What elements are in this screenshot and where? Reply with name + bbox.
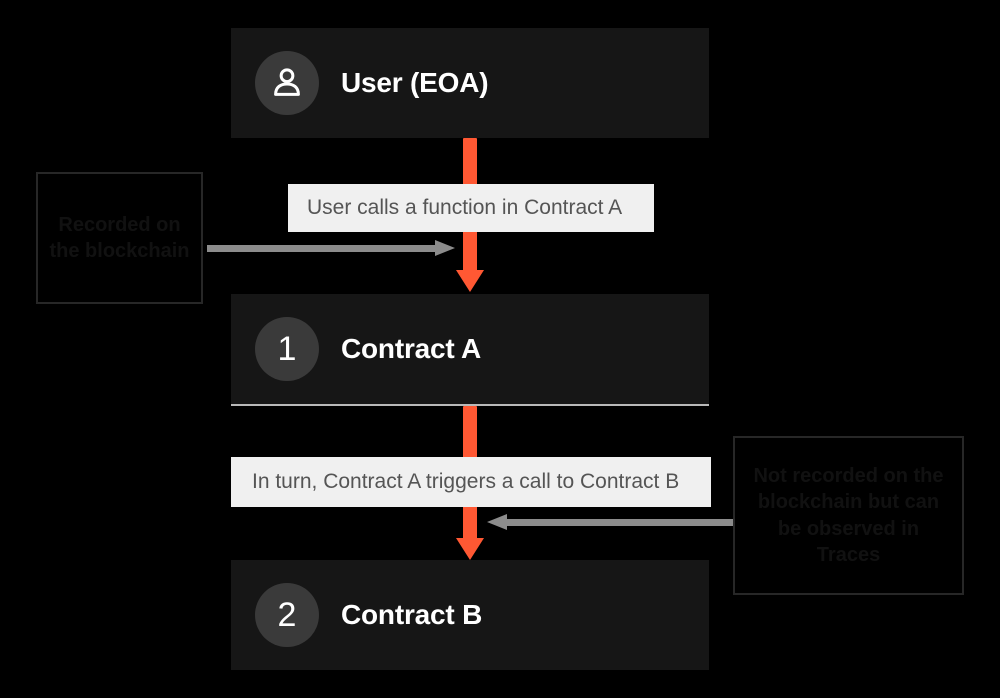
node-label: User (EOA) [341,67,489,98]
node-contract-b[interactable]: 2 Contract B [231,560,709,670]
node-label: Contract B [341,599,483,630]
arrowhead-down-icon [456,270,484,292]
arrowhead-right-icon [435,240,455,256]
node-label: Contract A [341,333,482,364]
step-number-badge: 1 [255,317,319,381]
person-icon [255,51,319,115]
node-user-eoa[interactable]: User (EOA) [231,28,709,138]
annotation-arrow-shaft [507,519,735,526]
caption-user-calls-function: User calls a function in Contract A [288,184,654,232]
annotation-recorded-on-blockchain: Recorded on the blockchain [36,172,203,304]
step-number-badge: 2 [255,583,319,647]
node-contract-a[interactable]: 1 Contract A [231,294,709,406]
annotation-arrow-right [207,240,455,256]
annotation-not-recorded-on-blockchain: Not recorded on the blockchain but can b… [733,436,964,595]
arrowhead-left-icon [487,514,507,530]
annotation-arrow-shaft [207,245,435,252]
caption-contract-a-triggers-call: In turn, Contract A triggers a call to C… [231,457,711,507]
arrowhead-down-icon [456,538,484,560]
annotation-arrow-left [487,514,735,530]
